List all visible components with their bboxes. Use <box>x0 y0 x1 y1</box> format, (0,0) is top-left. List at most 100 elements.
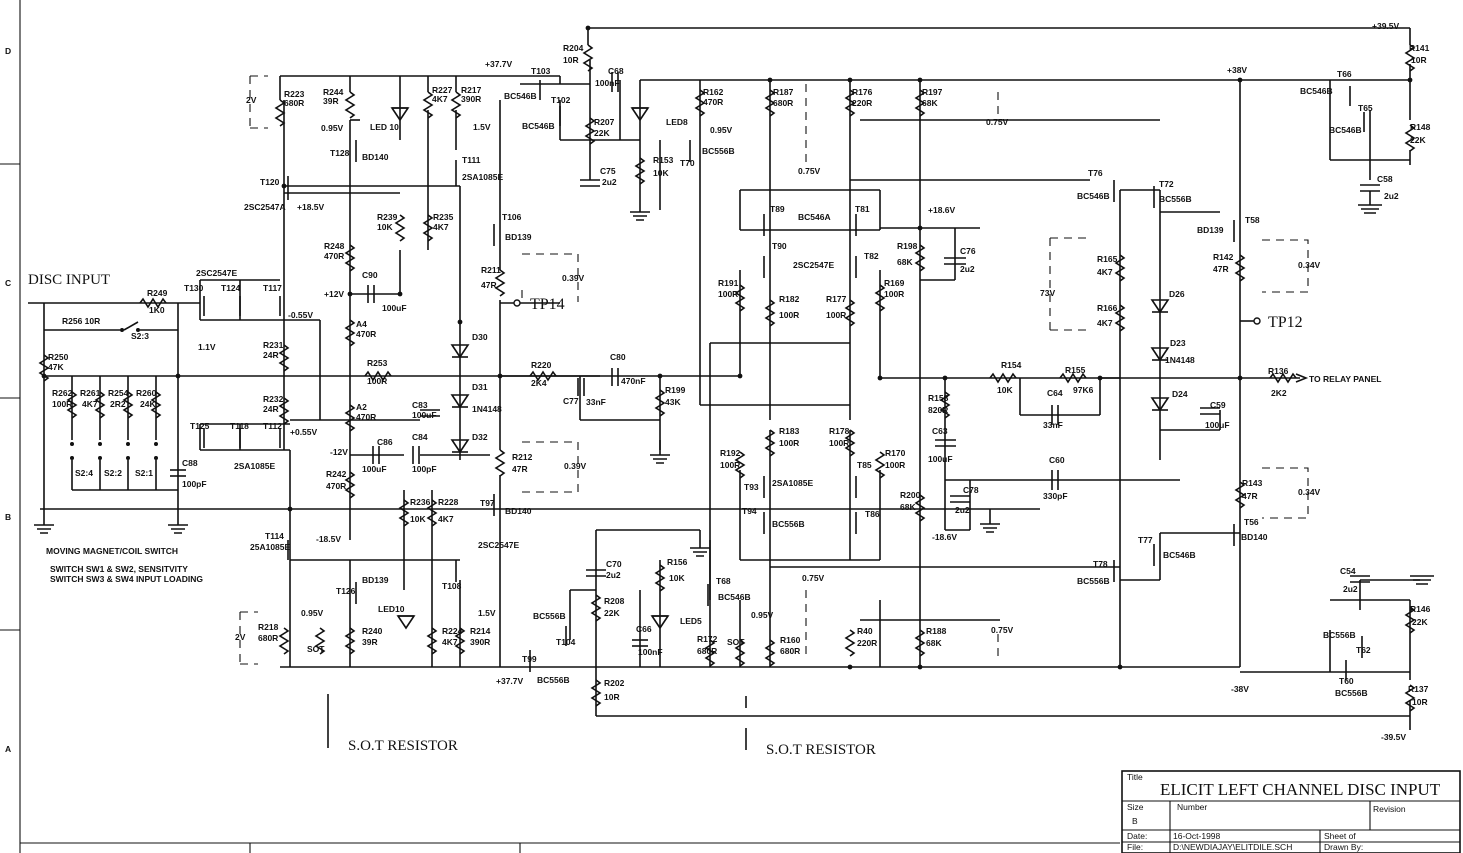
component-label: C77 <box>563 396 579 406</box>
component-label: BD139 <box>1197 225 1224 235</box>
component-label: T126 <box>336 586 356 596</box>
component-label: T77 <box>1138 535 1153 545</box>
component-label: D31 <box>472 382 488 392</box>
component-label: C64 <box>1047 388 1063 398</box>
component-label: 39R <box>323 96 339 106</box>
component-label: C59 <box>1210 400 1226 410</box>
component-label: 680R <box>773 98 793 108</box>
component-label: R155 <box>1065 365 1086 375</box>
component-label: 24R <box>263 404 279 414</box>
component-label: 0.95V <box>301 608 324 618</box>
component-label: T120 <box>260 177 280 187</box>
component-label: 0.95V <box>321 123 344 133</box>
size-field-label: Size <box>1127 802 1144 812</box>
component-label: T56 <box>1244 517 1259 527</box>
component-label: BC556B <box>772 519 805 529</box>
component-label: C84 <box>412 432 428 442</box>
tp14-label: TP14 <box>530 296 565 313</box>
file-field-label: File: <box>1127 842 1143 852</box>
component-label: C75 <box>600 166 616 176</box>
component-label: BD139 <box>362 575 389 585</box>
component-label: +39.5V <box>1372 21 1400 31</box>
component-label: 68K <box>897 257 913 267</box>
component-label: 2K4 <box>531 378 547 388</box>
component-label: 2u2 <box>1343 584 1358 594</box>
component-label: +37.7V <box>496 676 524 686</box>
component-label: 47K <box>48 362 64 372</box>
component-label: R169 <box>884 278 905 288</box>
component-label: R136 <box>1268 366 1289 376</box>
component-label: T76 <box>1088 168 1103 178</box>
relay-panel-label: TO RELAY PANEL <box>1309 374 1381 384</box>
component-label: R182 <box>779 294 800 304</box>
component-label: -38V <box>1231 684 1249 694</box>
zone-label-a: A <box>5 744 11 754</box>
component-label: 4K7 <box>442 637 458 647</box>
component-label: R158 <box>928 393 949 403</box>
component-label: 4K7 <box>1097 267 1113 277</box>
component-label: T106 <box>502 212 522 222</box>
component-label: 2u2 <box>955 505 970 515</box>
component-label: 100uF <box>412 410 437 420</box>
component-label: T93 <box>744 482 759 492</box>
component-label: R239 <box>377 212 398 222</box>
component-label: 0.39V <box>562 273 585 283</box>
component-label: R207 <box>594 117 615 127</box>
component-label: +12V <box>324 289 344 299</box>
drawn-by-field-label: Drawn By: <box>1324 842 1363 852</box>
component-label: 4K7 <box>433 222 449 232</box>
component-label: R232 <box>263 394 284 404</box>
component-label: 100pF <box>182 479 207 489</box>
component-label: D24 <box>1172 389 1188 399</box>
component-label: BC556B <box>1323 630 1356 640</box>
component-label: 10R <box>1412 697 1428 707</box>
component-label: BD140 <box>505 506 532 516</box>
component-label: R200 <box>900 490 921 500</box>
component-label: BD139 <box>505 232 532 242</box>
component-label: 10R <box>563 55 579 65</box>
component-label: BC556B <box>533 611 566 621</box>
component-label: 470nF <box>621 376 646 386</box>
component-label: 470R <box>356 412 376 422</box>
component-label: D23 <box>1170 338 1186 348</box>
component-label: 470R <box>703 97 723 107</box>
component-label: -0.55V <box>288 310 313 320</box>
component-label: 1.1V <box>198 342 216 352</box>
component-label: 1K0 <box>149 305 165 315</box>
component-label: 2u2 <box>602 177 617 187</box>
date-field-label: Date: <box>1127 831 1147 841</box>
tp12-point <box>1253 317 1261 325</box>
component-label: 24K <box>140 399 156 409</box>
component-label: T104 <box>556 637 576 647</box>
component-label: 100R <box>826 310 846 320</box>
component-label: -18.5V <box>316 534 341 544</box>
transistors <box>203 80 1365 680</box>
ground-symbols <box>34 191 1434 585</box>
component-label: A2 <box>356 402 367 412</box>
component-label: C76 <box>960 246 976 256</box>
component-label: 10K <box>377 222 393 232</box>
component-label: R218 <box>258 622 279 632</box>
component-label: 0.75V <box>986 117 1009 127</box>
component-label: T99 <box>522 654 537 664</box>
component-label: R142 <box>1213 252 1234 262</box>
component-label: -18.6V <box>932 532 957 542</box>
component-label: 390R <box>461 94 481 104</box>
component-label: 0.39V <box>564 461 587 471</box>
component-label: 10K <box>669 573 685 583</box>
component-label: R244 <box>323 87 344 97</box>
component-label: +37.7V <box>485 59 513 69</box>
component-label: +0.55V <box>290 427 318 437</box>
component-label: T81 <box>855 204 870 214</box>
component-label: T78 <box>1093 559 1108 569</box>
drawing-title: ELICIT LEFT CHANNEL DISC INPUT <box>1160 780 1441 799</box>
date-value: 16-Oct-1998 <box>1173 831 1221 841</box>
component-label: 1N4148 <box>472 404 502 414</box>
component-label: 68K <box>922 98 938 108</box>
component-label: BC546A <box>798 212 831 222</box>
component-label: R170 <box>885 448 906 458</box>
component-label: 100nF <box>595 78 620 88</box>
component-label: 0.34V <box>1298 487 1321 497</box>
component-label: R249 <box>147 288 168 298</box>
